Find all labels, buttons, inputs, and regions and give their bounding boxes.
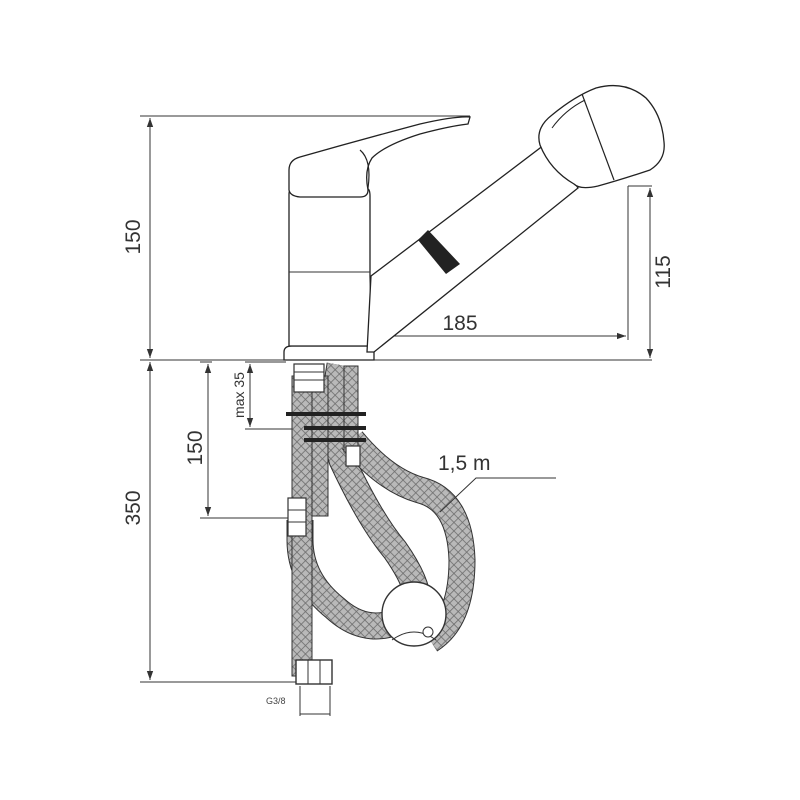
lever-handle [288,116,471,198]
fitting-middle [287,497,307,537]
fitting-spray [345,445,361,467]
spout-ring [418,230,460,274]
counterweight [381,581,447,647]
dim-label-150-top: 150 [122,219,145,254]
pull-out-spout [366,84,665,353]
lever-detail [359,149,370,189]
dim-label-115: 115 [652,255,675,288]
dim-label-185: 185 [442,312,477,335]
hose-length-leader [439,477,556,513]
faucet-body [283,187,375,361]
supply-hose-hot [311,375,329,517]
thread-size-label: G3/8 [266,696,286,706]
hose-length-label: 1,5 m [438,452,491,475]
dim-label-max35: max 35 [231,372,247,418]
fitting-top [293,363,325,393]
hex-nut-bottom [295,659,333,685]
spray-head [538,84,665,189]
dim-label-150-connector: 150 [184,430,207,465]
dim-label-350: 350 [122,490,145,525]
